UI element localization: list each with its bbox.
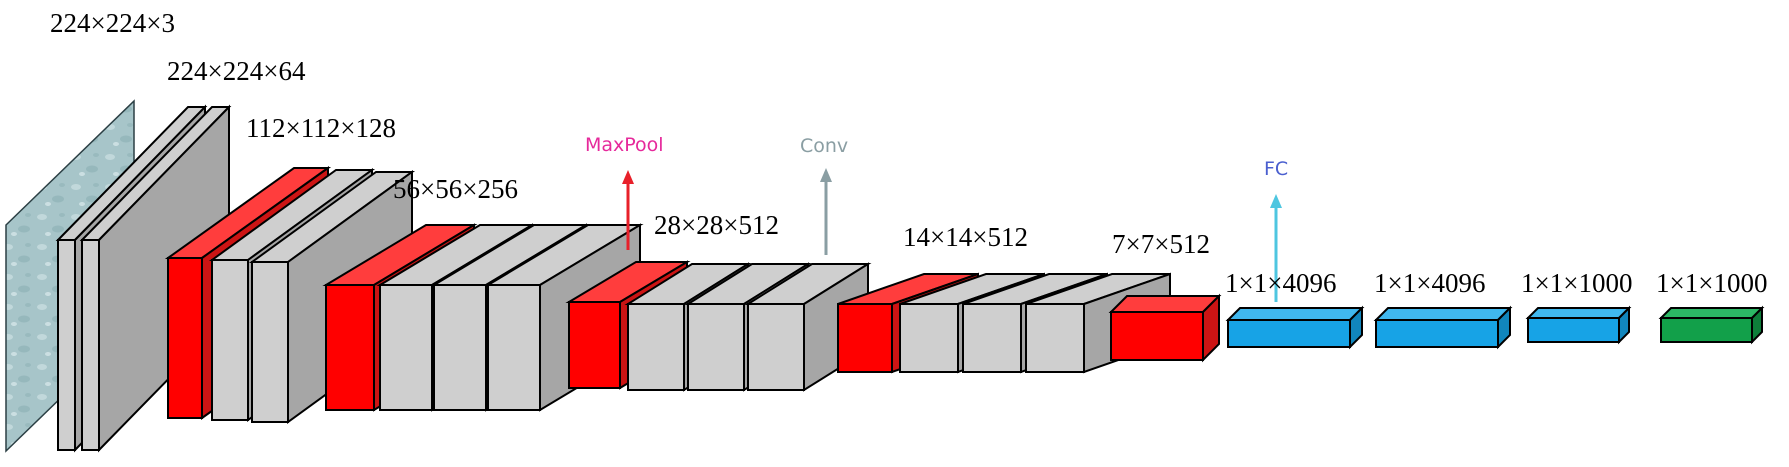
- maxpool-annotation: MaxPool: [585, 134, 664, 156]
- fc3-block-front: [1527, 317, 1620, 343]
- fc-annotation: FC: [1264, 158, 1288, 180]
- block5-conv1-front: [899, 303, 959, 373]
- softmax-block: [1658, 305, 1765, 345]
- pool5-block-front: [1110, 311, 1204, 361]
- input-dim-label: 224×224×3: [50, 8, 175, 38]
- block3-pool-front: [325, 284, 375, 411]
- block5-conv3-front: [1025, 303, 1085, 373]
- block2-dim-label: 112×112×128: [246, 113, 396, 143]
- pool5-dim-label: 7×7×512: [1112, 229, 1210, 259]
- fc2-dim-label: 1×1×4096: [1374, 268, 1485, 298]
- block4-conv2-front: [687, 303, 745, 391]
- softmax-block-top: [1658, 307, 1765, 319]
- conv-arrow-icon: [820, 168, 832, 255]
- layer-blocks: [5, 99, 1765, 453]
- block5-conv2-front: [962, 303, 1022, 373]
- fc1-block: [1225, 305, 1365, 350]
- block4-dim-label: 28×28×512: [654, 210, 779, 240]
- fc2-block-front: [1375, 319, 1499, 348]
- fc1-dim-label: 1×1×4096: [1225, 268, 1336, 298]
- block1-conv2-front: [81, 239, 100, 451]
- pool5-block-top: [1108, 295, 1222, 313]
- fc3-block-top: [1525, 307, 1632, 319]
- block1-conv2: [79, 104, 232, 453]
- block3-dim-label: 56×56×256: [393, 174, 518, 204]
- fc1-block-top: [1225, 307, 1365, 321]
- block5-pool-front: [837, 303, 893, 373]
- block4-conv1-front: [627, 303, 685, 391]
- maxpool-arrow-icon: [622, 170, 634, 250]
- block1-conv1-front: [57, 239, 76, 451]
- fc1-block-front: [1227, 319, 1351, 348]
- block5-dim-label: 14×14×512: [903, 222, 1028, 252]
- fc2-block-top: [1373, 307, 1513, 321]
- block3-conv1-front: [379, 284, 433, 411]
- block4-pool-front: [568, 301, 621, 389]
- block4-conv3-front: [747, 303, 805, 391]
- softmax-block-front: [1660, 317, 1753, 343]
- block1-dim-label: 224×224×64: [167, 56, 306, 86]
- softmax-dim-label: 1×1×1000: [1656, 268, 1767, 298]
- fc-arrow-icon: [1270, 194, 1282, 302]
- fc3-dim-label: 1×1×1000: [1521, 268, 1632, 298]
- block3-conv2-front: [433, 284, 487, 411]
- conv-annotation: Conv: [800, 135, 848, 157]
- fc3-block: [1525, 305, 1632, 345]
- block2-pool-front: [167, 257, 203, 419]
- block2-conv1-front: [211, 259, 249, 421]
- block3-conv3-front: [487, 284, 541, 411]
- fc2-block: [1373, 305, 1513, 350]
- block2-conv2-front: [251, 261, 289, 423]
- pool5-block: [1108, 293, 1222, 363]
